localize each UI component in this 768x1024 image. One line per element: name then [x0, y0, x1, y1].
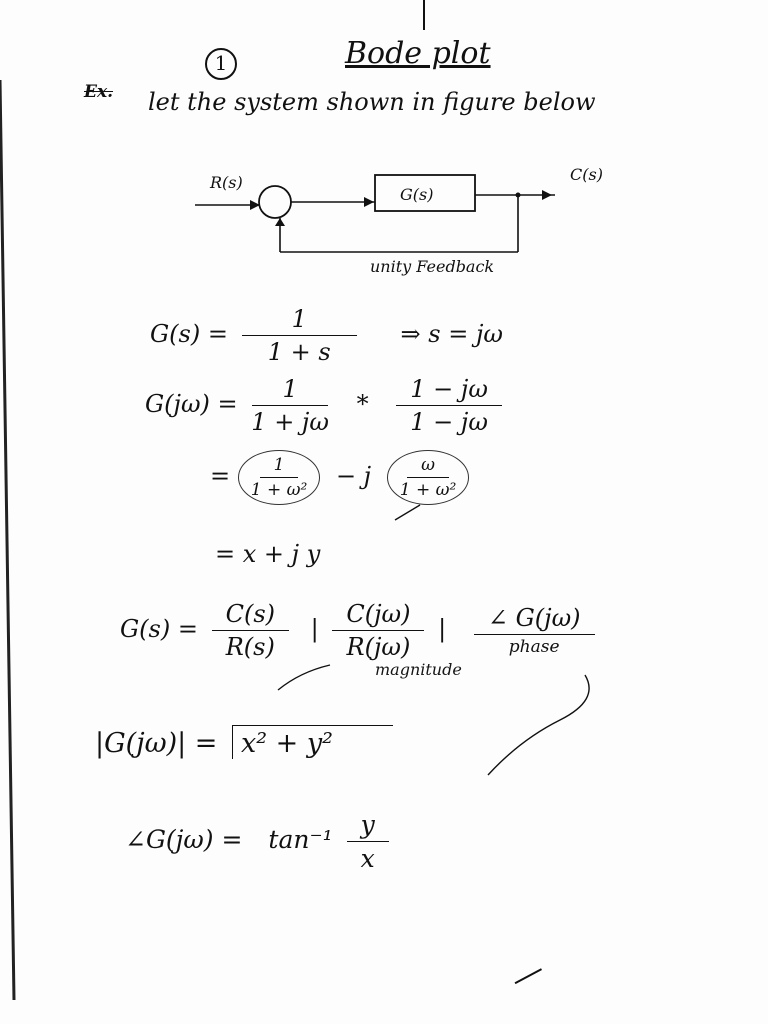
eq-angle: ∠G(jω) = tan⁻¹ y x: [125, 810, 395, 873]
eq-gjw: G(jω) = 1 1 + jω * 1 − jω 1 − jω: [145, 375, 508, 436]
block-diagram: R(s) G(s) C(s) unity Feedback: [195, 165, 603, 276]
eq-magnitude: |G(jω)| = x² + y²: [95, 725, 393, 759]
block-label: G(s): [400, 185, 433, 204]
eq-transfer: G(s) = C(s) R(s) | C(jω) R(jω) | ∠ G(jω)…: [120, 600, 601, 661]
magnitude-label: magnitude: [375, 660, 462, 679]
eq-split: = 1 1 + ω² − j ω 1 + ω²: [210, 450, 470, 505]
example-label: Ex.: [84, 82, 114, 102]
real-part-circle: 1 1 + ω²: [237, 450, 321, 505]
plant-block: [374, 174, 476, 212]
page-number: 1: [205, 48, 237, 80]
input-label: R(s): [209, 173, 243, 192]
eq-xy: = x + j y: [215, 540, 321, 568]
feedback-label: unity Feedback: [370, 257, 494, 276]
intro-text: let the system shown in figure below: [148, 88, 596, 116]
output-label: C(s): [570, 165, 603, 184]
page-title: Bode plot: [345, 36, 491, 71]
eq-gs: G(s) = 1 1 + s ⇒ s = jω: [150, 305, 503, 366]
imag-part-circle: ω 1 + ω²: [386, 450, 470, 505]
